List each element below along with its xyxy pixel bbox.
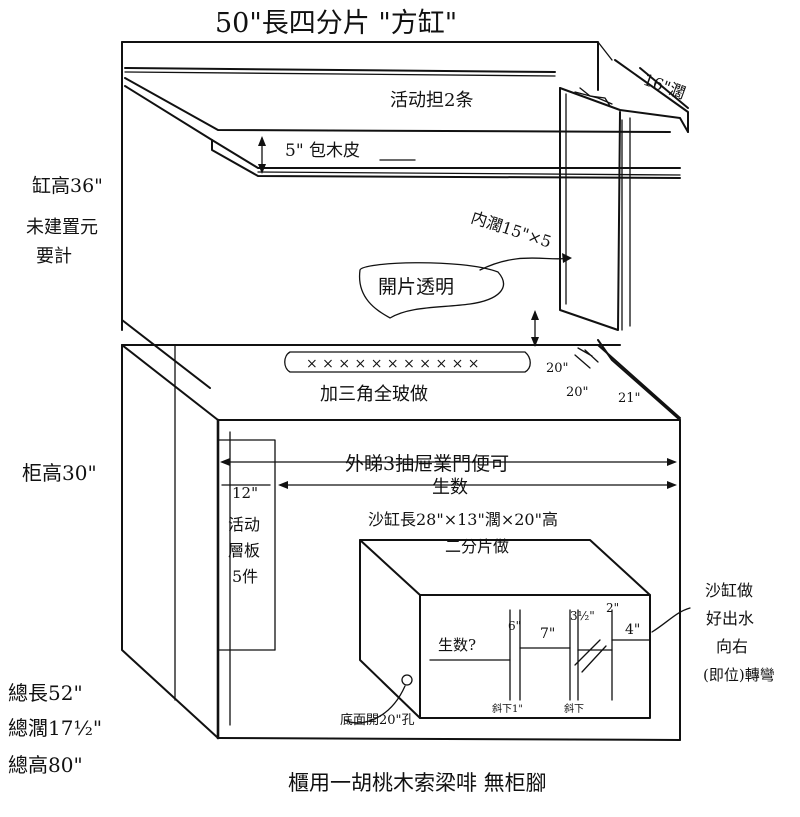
bottom-mark-2: 斜下 [564,702,584,715]
title: 50"長四分片 "方缸" [215,8,457,39]
right-note-4: (即位)轉彎 [703,666,775,684]
dim-2: 2" [606,601,619,615]
left-hole-note: 底面開20"孔 [340,712,415,728]
right-note-1: 沙缸做 [705,581,753,600]
width-16-label: 16"濶 [641,70,689,103]
right-note-pointer [651,607,691,633]
triangle-row [121,319,681,421]
measure-21: 21" [618,391,641,406]
bottom-mark-1: 斜下1" [492,702,523,715]
bottom-note: 櫃用一胡桃木索梁啡 無柜腳 [288,771,547,795]
glass-note-bubble [358,253,572,319]
sump-size: 沙缸長28"×13"濶×20"高 [368,510,558,529]
wood-skirt-label: 5" 包木皮 [285,141,360,161]
right-note-2: 好出水 [706,609,754,628]
right-note-3: 向右 [716,637,748,656]
glass-note: 開片透明 [378,276,454,298]
dim-7: 7" [540,626,555,642]
covers-label: 活动担2条 [390,90,473,111]
live-count: 生数 [432,477,468,498]
x-marks: × × × × × × × × × × × [306,356,480,372]
dim-3-5: 3½" [570,609,595,623]
measure-20b: 20" [566,385,589,400]
sump-make: 二分片做 [445,537,509,556]
cabinet-height-note: 柜高30" [22,461,97,485]
inner-measure-label: 内濶15"×5 [469,208,554,252]
outer-note: 外睇3抽屉業門便可 [345,453,509,475]
cabinet [121,344,681,741]
measure-20a: 20" [546,361,569,376]
shelf-width: 12" [232,484,258,502]
shelf-label-2: 層板 [228,541,260,560]
live-question: 生数? [438,636,476,654]
shelf-label-3: 5件 [232,567,258,586]
dim-6: 6" [508,619,521,633]
shelf-label-1: 活动 [228,515,260,534]
upper-tank [121,41,689,347]
light-note-1: 未建置元 [26,217,98,238]
light-note-2: 要計 [36,246,72,267]
tank-height-note: 缸高36" [32,175,103,197]
triangle-note: 加三角全玻做 [320,384,428,405]
total-height: 總高80" [8,753,83,777]
total-length: 總長52" [8,681,83,705]
total-width: 總濶17½" [8,716,102,740]
dim-4: 4" [625,622,640,638]
